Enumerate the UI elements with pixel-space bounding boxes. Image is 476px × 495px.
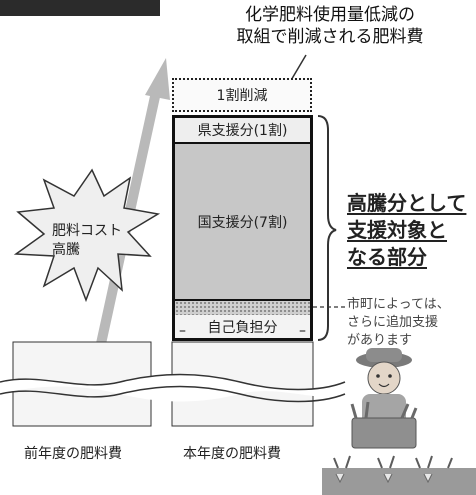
axis-break-marks (0, 373, 346, 403)
dotted-band (175, 301, 310, 315)
burst-line-1: 肥料コスト (52, 223, 122, 239)
self-pay-segment: 自己負担分 (175, 315, 310, 338)
side-note-line-1: 市町によっては、 (347, 297, 450, 312)
support-target-line-2: 支援対象と (347, 218, 447, 242)
self-pay-right-mark: – (299, 323, 306, 339)
highlight-brace (317, 115, 337, 341)
support-stack: 県支援分(1割) 国支援分(7割) 自己負担分 – – (172, 115, 313, 341)
cost-burst-shape (13, 168, 161, 303)
current-year-caption: 本年度の肥料費 (183, 446, 281, 462)
side-note-line-3: があります (347, 333, 413, 348)
self-pay-left-mark: – (179, 323, 186, 339)
reduction-label: 1割削減 (216, 88, 268, 104)
note-line-2: 取組で削減される肥料費 (236, 27, 424, 47)
previous-year-caption: 前年度の肥料費 (24, 446, 122, 462)
national-support-label: 国支援分(7割) (197, 214, 288, 231)
note-line-1: 化学肥料使用量低減の (245, 5, 415, 25)
cost-burst-label: 肥料コスト 高騰 (52, 222, 132, 260)
prefecture-support-label: 県支援分(1割) (197, 123, 288, 139)
side-note-line-2: さらに追加支援 (347, 315, 439, 330)
reduction-note: 化学肥料使用量低減の 取組で削減される肥料費 (205, 4, 455, 48)
reduction-box: 1割削減 (172, 78, 312, 112)
support-target-line-1: 高騰分として (347, 191, 467, 215)
national-support-segment: 国支援分(7割) (175, 144, 310, 301)
header-band (0, 0, 160, 16)
support-target-label: 高騰分として 支援対象と なる部分 (347, 190, 476, 271)
self-pay-label: 自己負担分 (207, 319, 278, 336)
farmer-illustration (322, 348, 476, 495)
burst-line-2: 高騰 (52, 242, 80, 258)
support-target-line-3: なる部分 (347, 245, 427, 269)
prefecture-support-segment: 県支援分(1割) (175, 118, 310, 144)
municipal-support-note: 市町によっては、 さらに追加支援 があります (347, 296, 475, 350)
note-leader-line (289, 54, 307, 83)
